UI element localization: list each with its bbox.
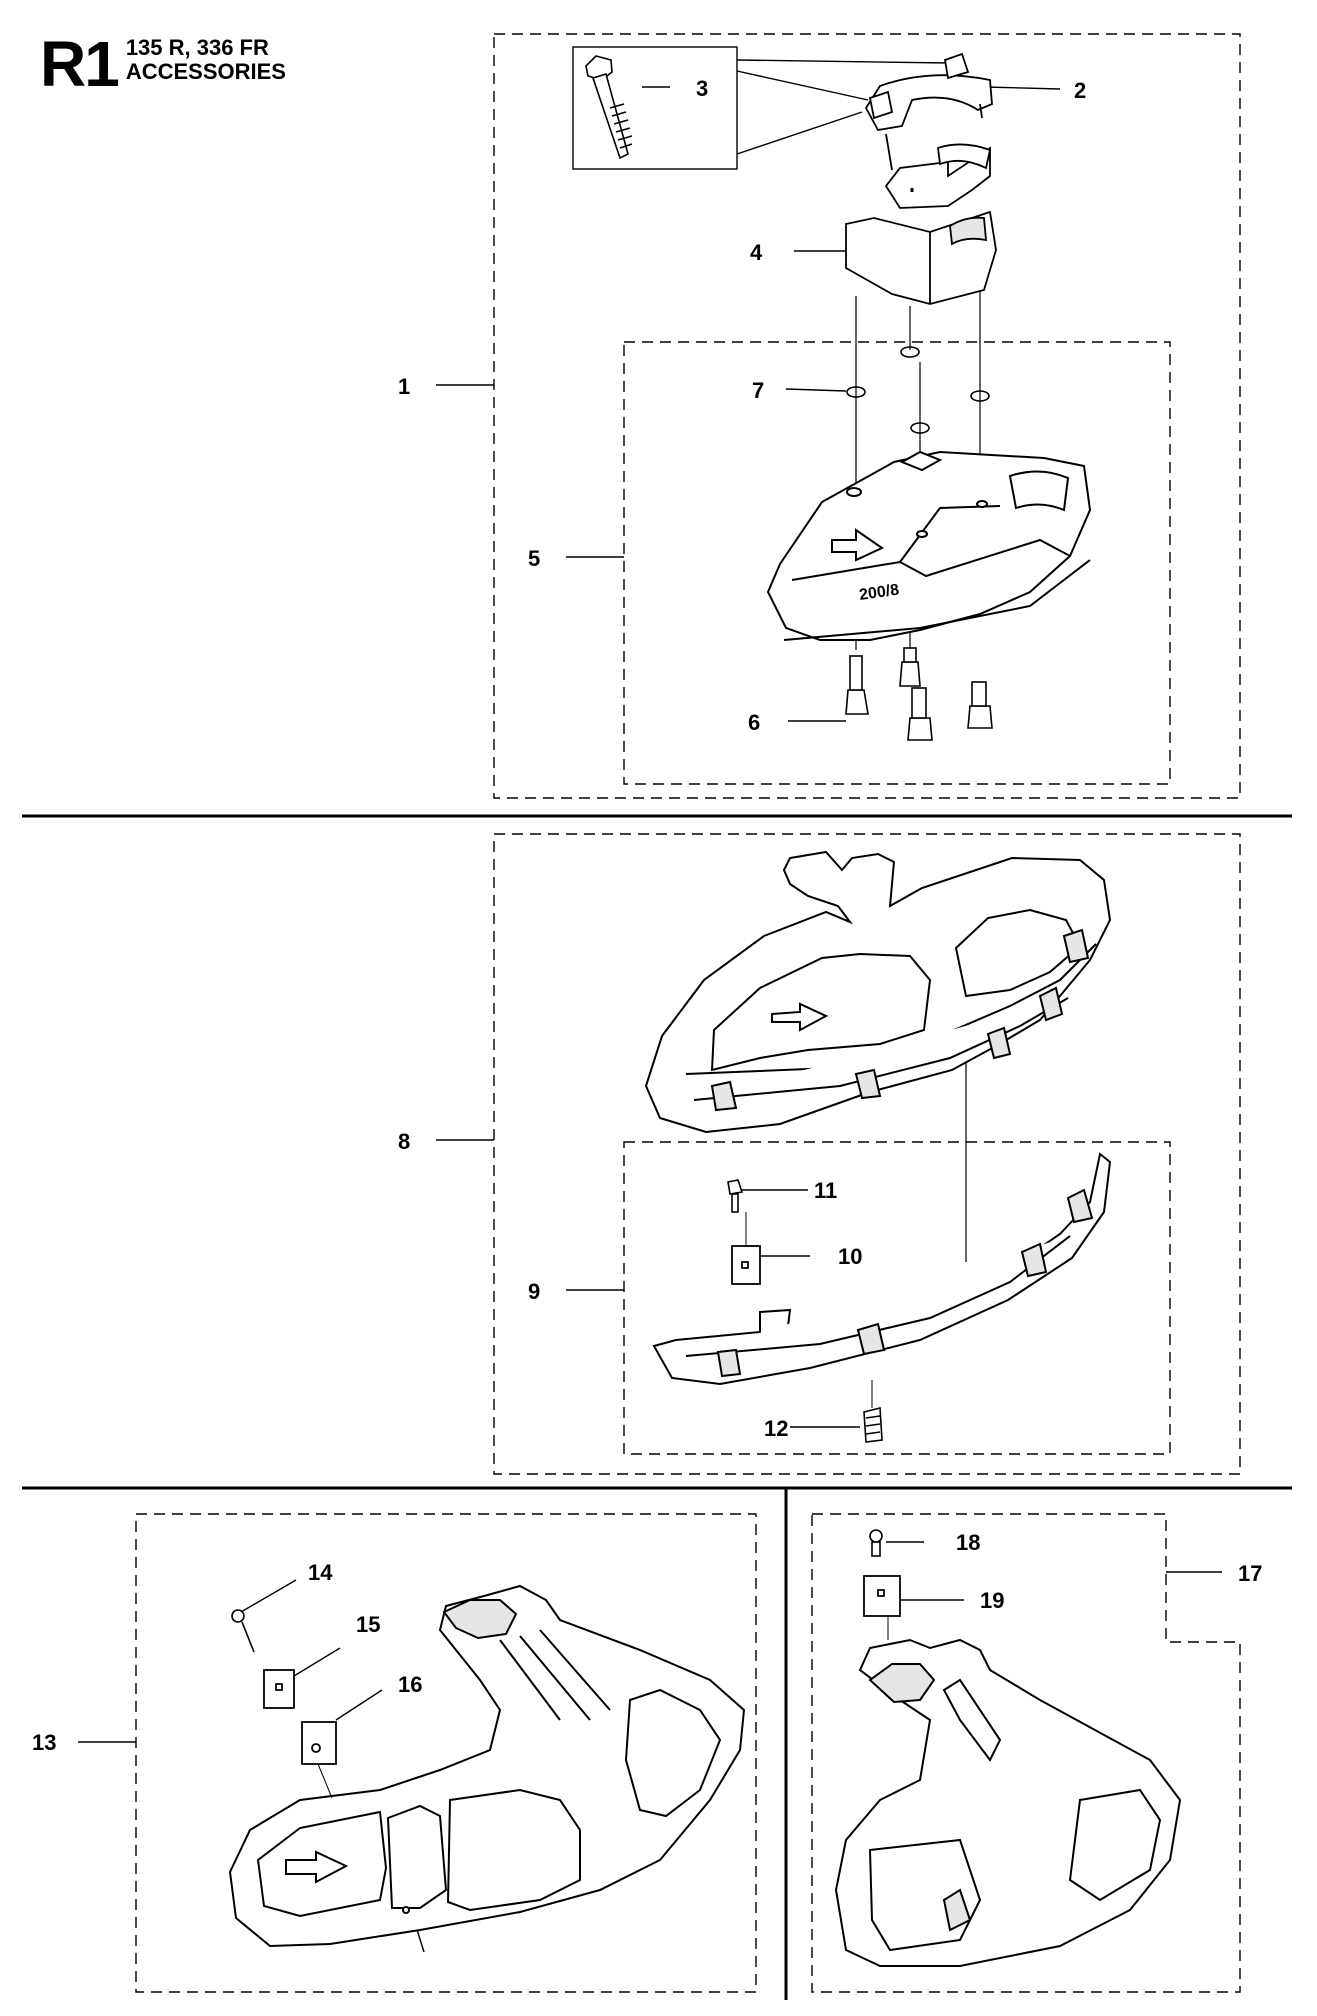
trimmer-guard-13: [228, 1584, 746, 1948]
assembly-box-5: [623, 341, 1171, 785]
callout-4: 4: [750, 240, 763, 265]
assembly-box-17: [811, 1513, 1241, 1993]
trimmer-guard-8: [644, 850, 1112, 1134]
assembly-box-8: [493, 833, 1241, 1475]
callout-9: 9: [528, 1279, 540, 1304]
plate-16: [301, 1721, 337, 1799]
callout-19: 19: [980, 1588, 1004, 1613]
callout-13: 13: [32, 1730, 56, 1755]
section-dividers: [22, 814, 1292, 2000]
guard-bracket-4: [845, 210, 997, 305]
guard-size-marking: 200/8: [858, 582, 900, 604]
header-lines: 135 R, 336 FR ACCESSORIES: [126, 36, 286, 84]
model-numbers: 135 R, 336 FR: [125, 35, 269, 60]
callout-7: 7: [752, 378, 764, 403]
callout-5: 5: [528, 546, 540, 571]
callout-2: 2: [1074, 78, 1086, 103]
assembly-box-1: [493, 33, 1241, 799]
section-title: ACCESSORIES: [125, 59, 286, 84]
assembly-box-9: [623, 1141, 1171, 1455]
callout-14: 14: [308, 1560, 333, 1585]
plate-19: [863, 1575, 901, 1640]
bolt-inset-box: [572, 46, 951, 170]
callout-11: 11: [814, 1178, 837, 1203]
callout-8: 8: [398, 1129, 410, 1154]
callout-17: 17: [1238, 1561, 1262, 1586]
callout-3: 3: [696, 76, 708, 101]
callout-10: 10: [838, 1244, 862, 1269]
knife-plate-10: [731, 1212, 761, 1285]
screws-6: [845, 647, 993, 741]
callout-15: 15: [356, 1612, 380, 1637]
trimmer-guard-17: [834, 1638, 1182, 1967]
callout-16: 16: [398, 1672, 422, 1697]
callout-6: 6: [748, 710, 760, 735]
clip-12: [863, 1380, 883, 1443]
assembly-boxes: [135, 33, 1241, 1993]
screw-14: [231, 1609, 255, 1653]
alignment-lines: [855, 290, 981, 1262]
diagram-header: R1 135 R, 336 FR ACCESSORIES: [40, 28, 286, 100]
leader-lines: [78, 86, 1222, 1953]
callout-1: 1: [398, 374, 410, 399]
callout-18: 18: [956, 1530, 980, 1555]
shaft-clamp-2: [864, 52, 993, 209]
screw-11: [727, 1179, 744, 1213]
assembly-box-13: [135, 1513, 757, 1993]
washers-7: [846, 346, 990, 434]
callout-12: 12: [764, 1416, 788, 1441]
plate-15: [263, 1669, 295, 1709]
guard-extension-9: [652, 1152, 1112, 1386]
inset-frame: [572, 46, 738, 170]
trimmer-guard-5: [766, 450, 1092, 641]
section-code: R1: [40, 28, 120, 100]
bolt-3: [585, 55, 633, 160]
callout-numbers: 1 2 3 4 5 6 7 8 9 10 11 12 13 14 15 16 1…: [32, 76, 1262, 1755]
screw-18: [869, 1529, 883, 1557]
